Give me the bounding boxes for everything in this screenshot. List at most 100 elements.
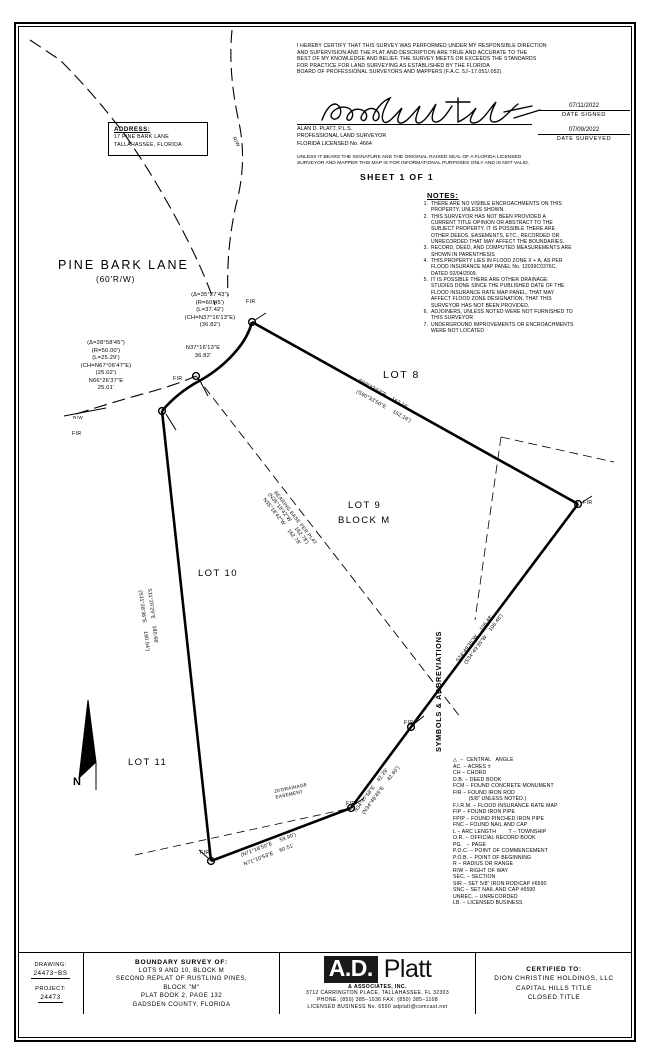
title-block-drawing-cell: DRAWING: 24473−BS PROJECT: 24473 [18, 953, 84, 1014]
surveyor-name: ALAN D. PLATT, P.L.S. [297, 126, 353, 132]
date-signed-label: DATE SIGNED [561, 112, 607, 118]
legend-row: F.I.R.M. − FLOOD INSURANCE RATE MAP [453, 802, 558, 809]
project-label: PROJECT: [35, 985, 66, 992]
legend-row: FNC − FOUND NAIL AND CAP [453, 822, 528, 828]
legend-row: (5/8" UNLESS NOTED.) [453, 796, 527, 802]
rw-tick-label: R/W [73, 415, 84, 420]
curve-2-radius: (R=50.00') [91, 347, 121, 354]
address-header: ADDRESS: [114, 126, 151, 133]
legend-row: CH − CHORD [453, 770, 487, 776]
legend-row: △ − CENTRAL ANGLE [453, 757, 514, 763]
curve-2-chord-dist: (25.02') [95, 370, 117, 376]
desc-line: SECOND REPLAT OF RUSTLING PINES, [115, 975, 248, 983]
address-line-2: TALLAHASSEE, FLORIDA [114, 142, 182, 148]
legend-row: R − RADIUS OR RANGE [453, 861, 514, 867]
notes-list: 1. THERE ARE NO VISIBLE ENCROACHMENTS ON… [420, 201, 630, 334]
disclaimer-line-1: UNLESS IT BEARS THE SIGNATURE AND THE OR… [297, 155, 522, 160]
fir-label-se: FIR [404, 720, 414, 726]
date-signed: 07/11/2022 DATE SIGNED [538, 102, 630, 119]
curve-1-measured-dist: 36.82' [194, 352, 212, 359]
note-text: THIS SURVEYOR HAS NOT BEEN PROVIDED A CU… [431, 213, 565, 246]
cert-line: AND SUPERVISION AND THE PLAT AND DESCRIP… [297, 49, 528, 56]
legend-row: D.B. − DEED BOOK [453, 776, 502, 783]
sheet-border-outer [14, 22, 636, 1042]
note-text: UNDERGROUND IMPROVEMENTS OR ENCROACHMENT… [431, 321, 574, 334]
disclaimer-line-2: SURVEYOR AND MAPPER THIS MAP IS FOR INFO… [297, 161, 529, 167]
fir-label-sw: FIR [200, 850, 210, 856]
legend-row: FPIP − FOUND PINCHED IRON PIPE [453, 815, 545, 822]
certified-to-line: CLOSED TITLE [527, 994, 581, 1001]
cert-line: FOR PRACTICE FOR LAND SURVEYING AS ESTAB… [297, 62, 490, 69]
legend-row: SNC − SET NAIL AND CAP #6590 [453, 887, 536, 893]
note-item: 4. THIS PROPERTY LIES IN FLOOD ZONE X + … [420, 258, 630, 277]
boundary-south [210, 806, 352, 863]
cert-line: BEST OF MY KNOWLEDGE AND BELIEF. THE SUR… [297, 56, 537, 63]
note-text: IT IS POSSIBLE THERE ARE OTHER DRAINAGE … [431, 277, 565, 309]
legend-row: FIP − FOUND IRON PIPE [453, 809, 516, 815]
dashed-east-extension [500, 436, 615, 463]
curve-2-delta: (Δ=28°58'45") [87, 340, 125, 346]
note-text: RECORD, DEED, AND COMPUTED MEASUREMENTS … [431, 245, 572, 258]
boundary-north-curve [161, 321, 254, 412]
legend-row: SIR − SET 5/8" IRON ROD/CAP #6590 [453, 880, 547, 887]
fir-label-curve: FIR [173, 376, 183, 382]
monument-fir-se [406, 722, 416, 732]
lot-label-10: LOT 10 [198, 568, 238, 579]
lot-label-8: LOT 8 [383, 369, 420, 381]
surveyor-signature [321, 96, 541, 124]
curve-data-1: (Δ=35°27'43") (R=60.45') (L=37.42') (CH=… [150, 292, 270, 330]
date-surveyed: 07/09/2022 DATE SURVEYED [538, 126, 630, 143]
block-label-m: BLOCK M [338, 515, 391, 526]
boundary-west [160, 410, 213, 862]
desc-line: BLOCK "M" [163, 983, 200, 991]
date-surveyed-value: 07/09/2022 [568, 126, 600, 133]
lot-label-11: LOT 11 [128, 757, 168, 768]
note-item: 1. THERE ARE NO VISIBLE ENCROACHMENTS ON… [420, 201, 630, 214]
drawing-label: DRAWING: [34, 961, 67, 968]
legend-title: SYMBOLS & ABBREVIATIONS [434, 630, 443, 752]
company-contact-info: & ASSOCIATES, INC. 3712 CARRINGTON PLACE… [306, 984, 449, 1010]
road-rw-west [75, 375, 197, 415]
legend-list: △ − CENTRAL ANGLE AC. − ACRES ± CH − CHO… [453, 757, 628, 907]
dashed-interior-east [474, 436, 502, 621]
cert-line: BOARD OF PROFESSIONAL SURVEYORS AND MAPP… [297, 69, 503, 76]
curve-1-measured-bearing: N37°16'13"E [185, 345, 221, 351]
curve-2-chord-bearing: (CH=N67°06'47"E) [80, 362, 132, 369]
note-item: 2. THIS SURVEYOR HAS NOT BEEN PROVIDED A… [420, 214, 630, 246]
curve-data-1-measured: N37°16'13"E 36.82' [148, 345, 258, 360]
drawing-value: 24473−BS [31, 969, 70, 979]
note-number: 4. [423, 258, 428, 265]
north-arrow-label: N [73, 776, 82, 788]
boundary-east [495, 503, 580, 613]
note-number: 3. [423, 245, 428, 252]
boundary-southeast [409, 611, 499, 728]
note-number: 6. [423, 308, 428, 315]
boundary-northeast [251, 320, 579, 506]
note-item: 3. RECORD, DEED, AND COMPUTED MEASUREMEN… [420, 245, 630, 258]
road-centerline-north [29, 39, 216, 306]
validity-disclaimer: UNLESS IT BEARS THE SIGNATURE AND THE OR… [297, 155, 529, 168]
notes-title: NOTES: [427, 191, 459, 200]
monument-fir-north [247, 317, 257, 327]
date-surveyed-label: DATE SURVEYED [556, 136, 612, 142]
fir-label-south: FIR [346, 801, 356, 807]
title-block-certified-cell: CERTIFIED TO: DION CHRISTINE HOLDINGS, L… [476, 953, 632, 1014]
legend-row: R/W − RIGHT OF WAY [453, 867, 509, 874]
note-item: 6. ADJOINERS, UNLESS NOTED WERE NOT FURN… [420, 309, 630, 322]
lot-split-line [195, 375, 462, 719]
legend-row: P.O.C. − POINT OF COMMENCEMENT [453, 848, 549, 854]
sheet-number: SHEET 1 OF 1 [360, 172, 435, 182]
signature-rule [297, 124, 532, 125]
monument-fir-east [573, 499, 583, 509]
curve-data-2: (Δ=28°58'45") (R=50.00') (L=25.29') (CH=… [36, 340, 176, 393]
company-address: 3712 CARRINGTON PLACE, TALLAHASSEE, FL 3… [305, 990, 450, 997]
curve-2-measured-bearing: N66°26'37"E [88, 377, 124, 384]
monument-fir-south [346, 803, 356, 813]
fir-label-nw: FIR [72, 431, 82, 437]
legend-row: UNREC. − UNRECORDED [453, 893, 518, 900]
curve-1-radius: (R=60.45') [195, 299, 225, 306]
company-associates: & ASSOCIATES, INC. [348, 983, 407, 990]
monument-fir-curve [191, 371, 201, 381]
legend-row: AC. − ACRES ± [453, 763, 491, 770]
